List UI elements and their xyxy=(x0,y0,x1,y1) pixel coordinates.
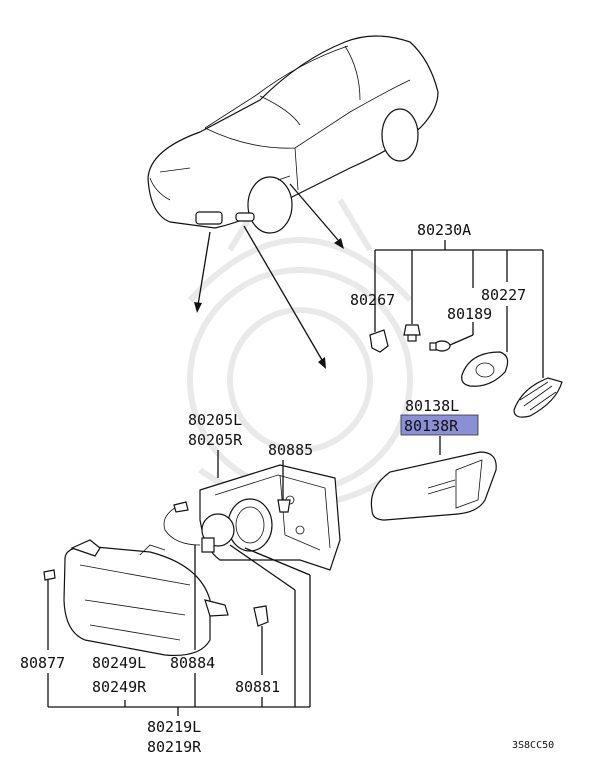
clip-80881 xyxy=(253,605,269,627)
car-outline xyxy=(147,35,439,234)
pointer-arrows xyxy=(194,183,344,369)
wire-harness xyxy=(163,504,201,546)
label-80227: 80227 xyxy=(481,286,526,304)
socket-ring xyxy=(227,498,273,552)
label-80138R: 80138R xyxy=(404,417,459,435)
side-lamp-80138 xyxy=(370,451,497,521)
label-80885: 80885 xyxy=(268,441,313,459)
diagram-code: 3S8CC50 xyxy=(512,740,554,751)
part-labels: 80230A 80267 80227 80189 80138L 80138R 8… xyxy=(20,221,554,756)
bulb-80189 xyxy=(429,340,451,352)
label-80189: 80189 xyxy=(447,305,492,323)
gasket-80227 xyxy=(461,351,509,387)
side-marker-lens xyxy=(513,377,563,418)
label-80219L: 80219L xyxy=(147,718,201,736)
screw-80877 xyxy=(43,569,56,581)
label-80205L: 80205L xyxy=(188,411,242,429)
label-80230A: 80230A xyxy=(417,221,471,239)
headlamp-80249 xyxy=(63,539,229,657)
label-80267: 80267 xyxy=(350,291,395,309)
label-80877: 80877 xyxy=(20,654,65,672)
leader-lines-80230A xyxy=(374,240,544,378)
leader-lines-bottom xyxy=(47,544,311,716)
bulb-80884 xyxy=(201,513,235,553)
label-80138L: 80138L xyxy=(405,397,459,415)
highlight-80138R xyxy=(400,414,479,436)
label-80249L: 80249L xyxy=(92,654,146,672)
label-80884: 80884 xyxy=(170,654,215,672)
watermark-emblem xyxy=(187,198,413,508)
connector xyxy=(173,501,189,513)
label-80219R: 80219R xyxy=(147,738,202,756)
clip-80267 xyxy=(369,329,389,353)
screw-80885 xyxy=(277,460,291,513)
label-80881: 80881 xyxy=(235,678,280,696)
screw-grommet xyxy=(403,324,421,342)
label-80205R: 80205R xyxy=(188,431,243,449)
label-80249R: 80249R xyxy=(92,678,147,696)
